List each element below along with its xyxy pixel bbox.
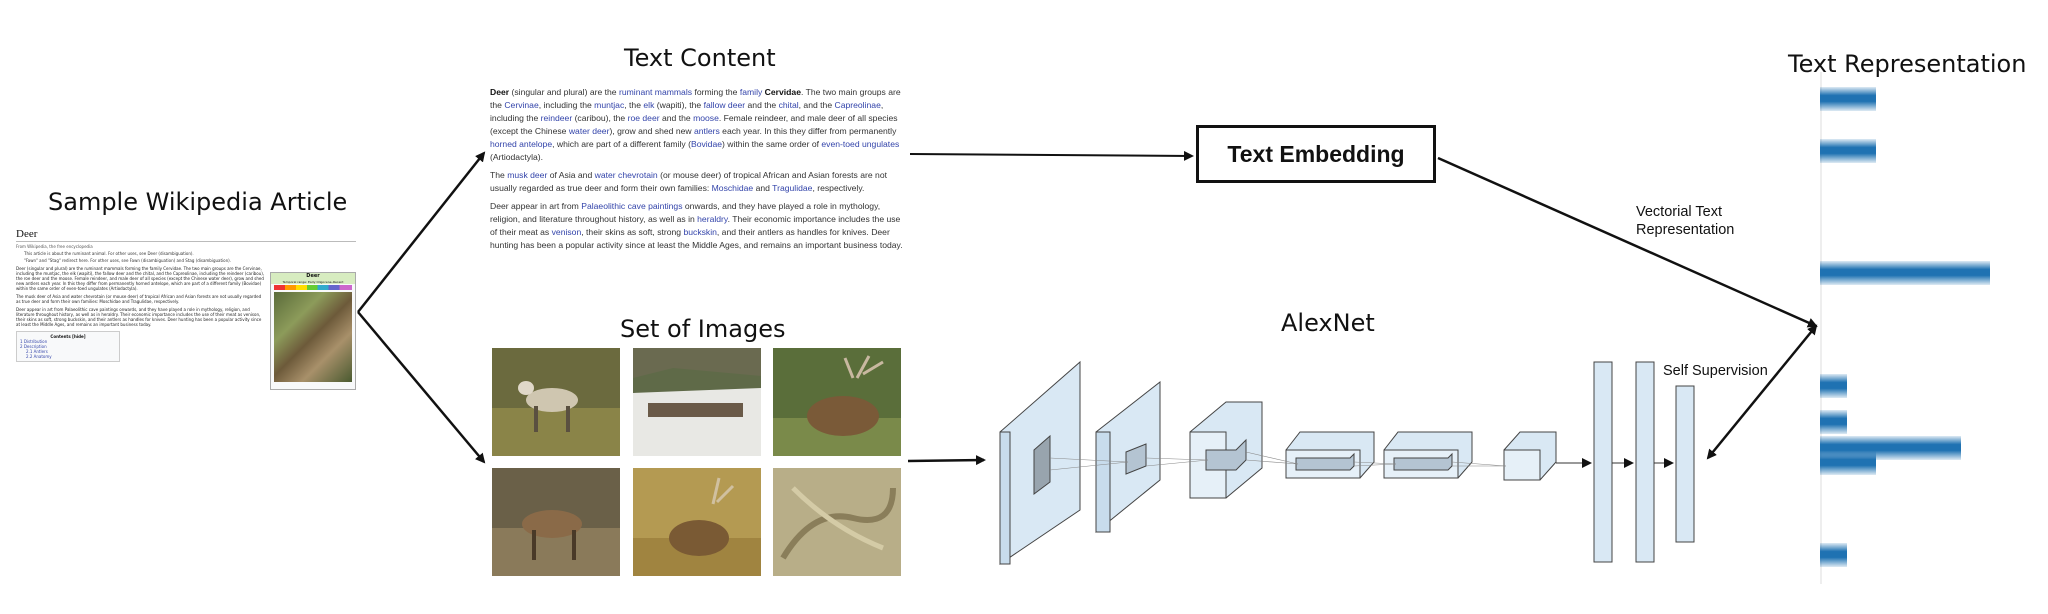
- text-embedding-box: Text Embedding: [1196, 125, 1436, 183]
- toc-title: Contents [hide]: [50, 334, 86, 339]
- article-infobox: Deer Temporal range: Early Oligocene–Rec…: [270, 272, 356, 390]
- representation-bar: [1820, 87, 1876, 111]
- representation-axis: [1820, 72, 1822, 584]
- herd-snow-photo: [633, 348, 761, 456]
- article-heading: Deer: [16, 228, 356, 242]
- text-content-paragraph-2: The musk deer of Asia and water chevrota…: [490, 170, 887, 193]
- article-paragraph-3: Deer appear in art from Palaeolithic cav…: [16, 307, 262, 327]
- article-toc: Contents [hide] 1 Distribution 2 Descrip…: [16, 331, 120, 362]
- arrow-embedding-to-representation: [1437, 156, 1818, 328]
- vectorial-text-label-line-2: Representation: [1636, 222, 1735, 238]
- sample-article-title: Sample Wikipedia Article: [48, 188, 348, 216]
- arrow-article-to-text: [357, 151, 486, 313]
- toc-item: 2 Description: [20, 344, 47, 349]
- text-content-paragraph-1: Deer (singular and plural) are the rumin…: [490, 87, 901, 162]
- representation-bar: [1820, 139, 1876, 163]
- text-content-block: Deer (singular and plural) are the rumin…: [490, 86, 908, 257]
- deer-dry-grass-photo: [633, 468, 761, 576]
- arrow-article-to-images: [357, 311, 486, 464]
- infobox-deer-image: [274, 292, 352, 382]
- text-representation-title: Text Representation: [1788, 50, 2027, 78]
- alexnet-fc1: [1593, 361, 1613, 563]
- arrow-self-supervision: [1706, 324, 1818, 460]
- alexnet-title: AlexNet: [1281, 309, 1375, 337]
- text-content-paragraph-3: Deer appear in art from Palaeolithic cav…: [490, 201, 903, 250]
- article-from: From Wikipedia, the free encyclopedia: [16, 244, 93, 249]
- arrow-text-to-embedding: [909, 150, 1194, 161]
- infobox-title: Deer: [271, 273, 355, 280]
- white-tailed-deer-photo: [492, 468, 620, 576]
- toc-item: 2.1 Antlers: [26, 349, 48, 354]
- wikipedia-article-thumbnail: Deer From Wikipedia, the free encycloped…: [16, 228, 356, 394]
- representation-bar: [1820, 451, 1876, 475]
- red-deer-stag-photo: [773, 348, 901, 456]
- alexnet-fc2: [1635, 361, 1655, 563]
- reindeer-grass-photo: [492, 348, 620, 456]
- article-hatnote-1: This article is about the ruminant anima…: [24, 251, 194, 256]
- representation-bar: [1820, 410, 1847, 434]
- representation-bar: [1820, 374, 1847, 398]
- alexnet-fc3: [1675, 385, 1695, 543]
- article-paragraph-2: The musk deer of Asia and water chevrota…: [16, 294, 262, 304]
- cave-painting-photo: [773, 468, 901, 576]
- article-hatnote-2: "Fawn" and "Stag" redirect here. For oth…: [24, 258, 231, 263]
- vectorial-text-label-line-1: Vectorial Text: [1636, 204, 1722, 220]
- infobox-subtitle: Temporal range: Early Oligocene–Recent: [271, 280, 355, 284]
- alexnet-network: [999, 360, 1695, 565]
- infobox-timeline-bar: [274, 285, 352, 290]
- text-representation-plot: [1820, 72, 2020, 584]
- representation-bar: [1820, 261, 1990, 285]
- toc-item: 2.2 Anatomy: [26, 354, 52, 359]
- representation-bar: [1820, 543, 1847, 567]
- text-content-title: Text Content: [624, 44, 776, 72]
- toc-item: 1 Distribution: [20, 339, 48, 344]
- set-of-images-title: Set of Images: [620, 315, 786, 343]
- article-paragraph-1: Deer (singular and plural) are the rumin…: [16, 266, 265, 291]
- arrow-images-to-alexnet: [907, 455, 986, 466]
